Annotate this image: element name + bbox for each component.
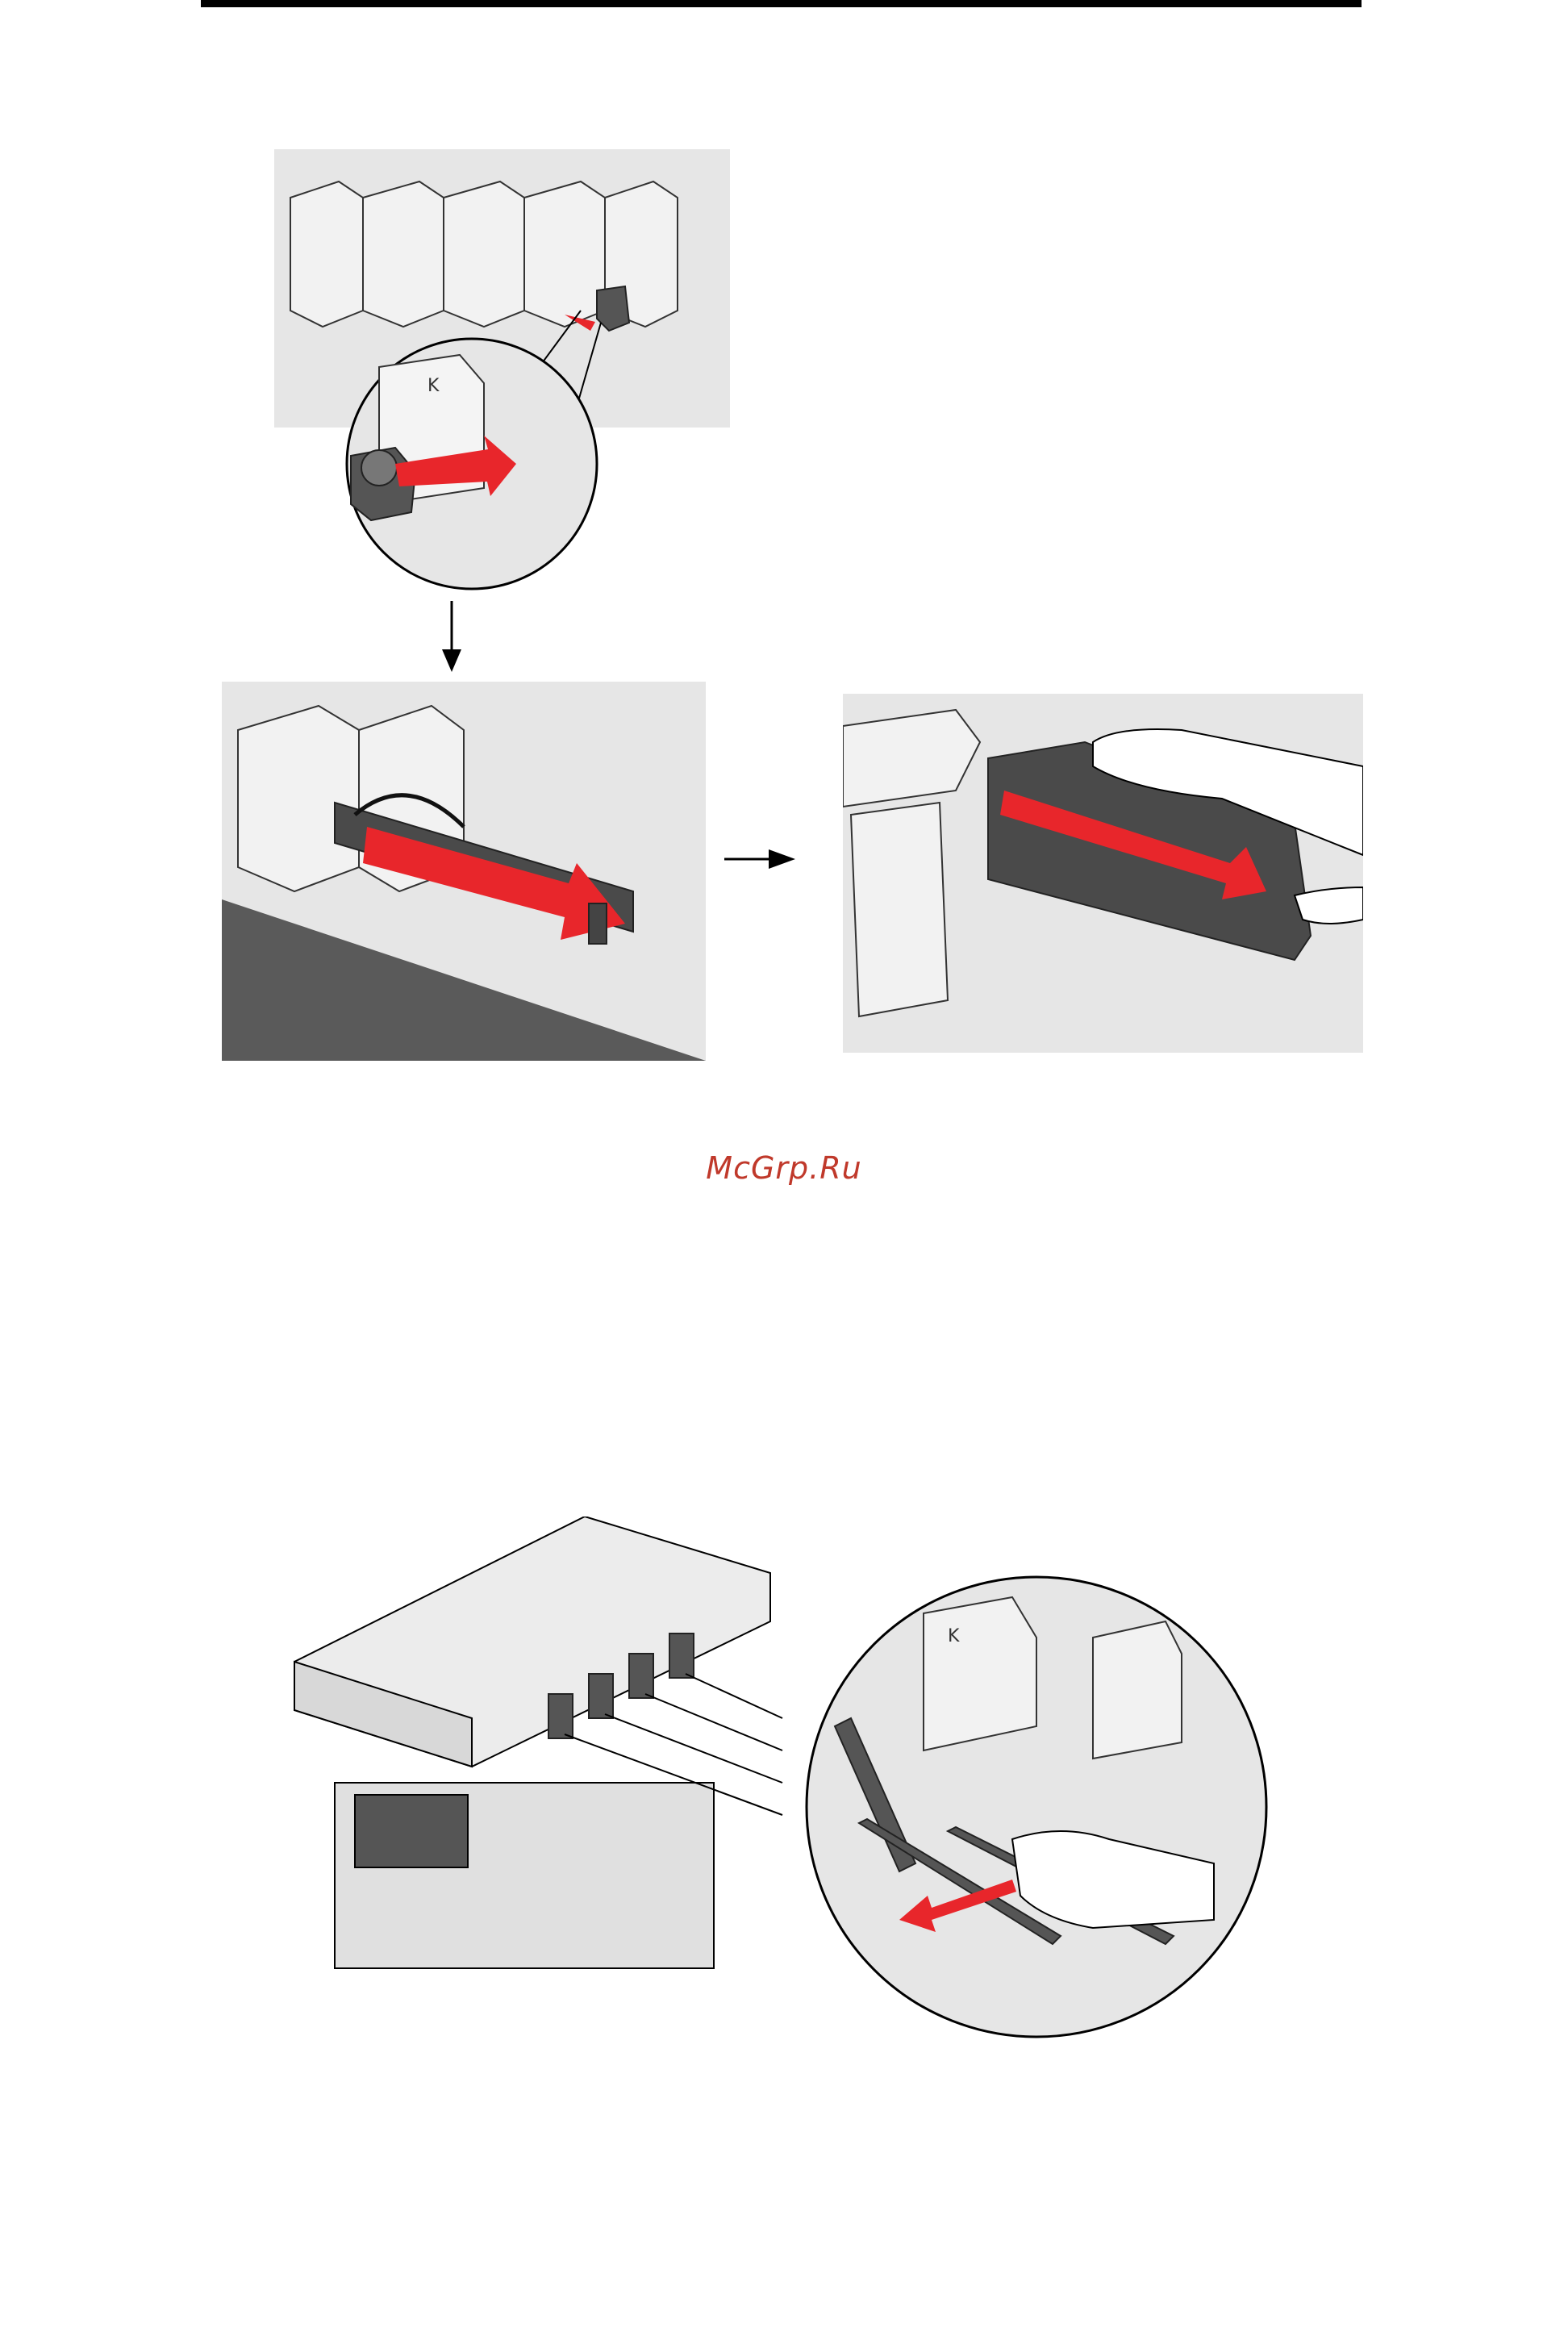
figure-clean-led-heads-illustration: K [286,1517,1274,2049]
figure-clean-led-heads: K [286,1517,1274,2049]
figure-clean-led-heads-label: K [948,1626,960,1646]
top-rule [201,0,1362,7]
figure-remove-clip-label: K [427,376,440,396]
figure-remove-cartridge-illustration [843,694,1363,1053]
figure-slide-cartridge-illustration [222,682,706,1061]
watermark: McGrp.Ru [0,1150,1568,1186]
figure-remove-clip-illustration: K [274,149,734,601]
arrow-right-icon [724,847,797,871]
figure-remove-cartridge-by-hand [843,694,1363,1053]
figure-slide-cartridge [222,682,706,1061]
figure-remove-clip: K [274,149,734,601]
arrow-down-icon [440,601,464,674]
